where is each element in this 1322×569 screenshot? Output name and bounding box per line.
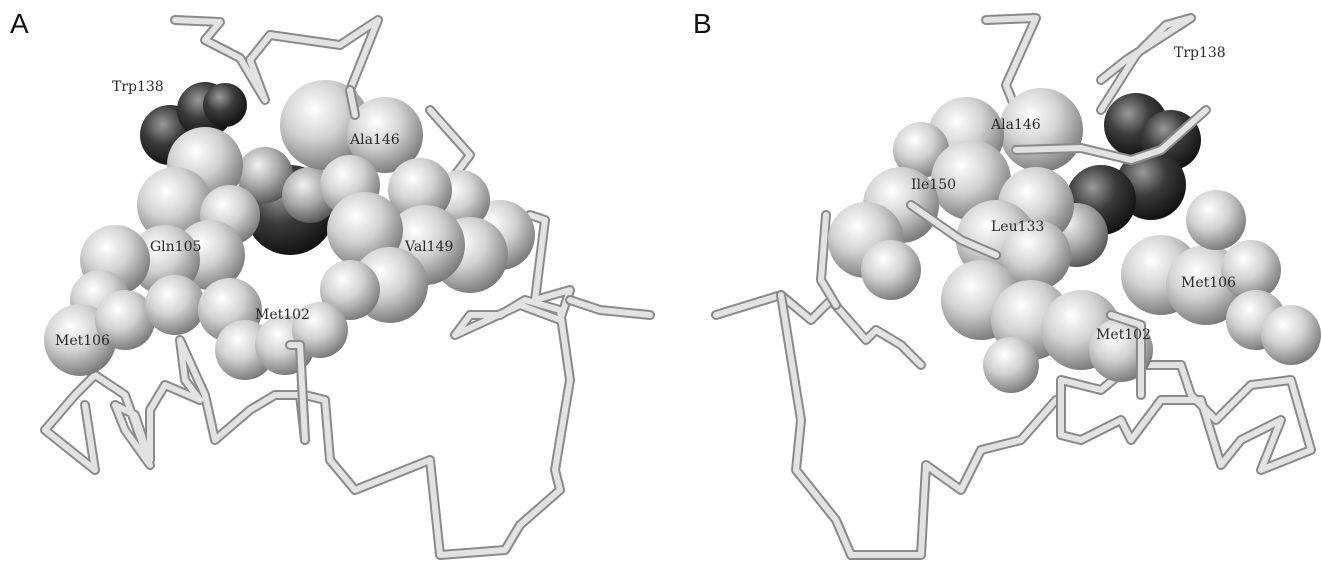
residue-label-met102: Met102 xyxy=(1096,328,1151,342)
residue-label-met106: Met106 xyxy=(1181,276,1236,290)
panel-label: B xyxy=(693,10,712,38)
residue-label-met106: Met106 xyxy=(55,334,110,348)
residue-label-trp138: Trp138 xyxy=(112,80,164,94)
residue-label-ala146: Ala146 xyxy=(991,118,1041,132)
panel-label: A xyxy=(10,10,29,38)
residue-label-ile150: Ile150 xyxy=(911,178,956,192)
protein-structure-a xyxy=(0,0,661,569)
panel-a: A Trp138 Ala146 Gln105 Val149 Met102 Met… xyxy=(0,0,661,569)
residue-label-ala146: Ala146 xyxy=(350,133,400,147)
residue-label-gln105: Gln105 xyxy=(150,240,201,254)
residue-label-trp138: Trp138 xyxy=(1174,46,1226,60)
panel-b: B Trp138 Ala146 Ile150 Leu133 Met106 Met… xyxy=(661,0,1322,569)
residue-label-met102: Met102 xyxy=(255,308,310,322)
residue-label-leu133: Leu133 xyxy=(991,220,1044,234)
residue-label-val149: Val149 xyxy=(405,240,453,254)
